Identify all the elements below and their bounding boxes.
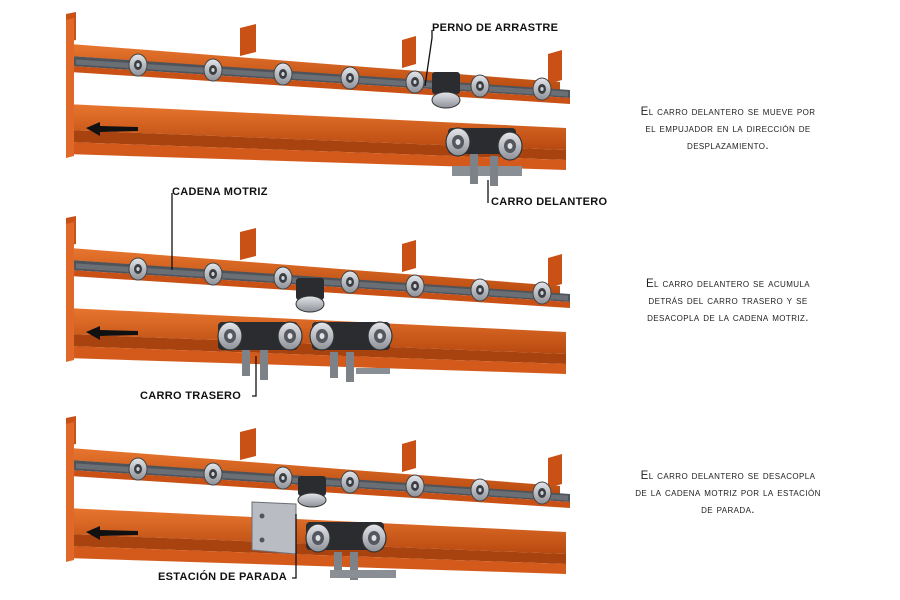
panel-1-description: El carro delantero se mueve por el empuj…: [598, 104, 858, 155]
arrow-left-icon: [86, 526, 138, 540]
drag-pin: [297, 476, 327, 508]
leader-lines: [171, 30, 489, 579]
front-trolley: [305, 522, 396, 580]
description-line: desacopla de la cadena motriz.: [647, 312, 809, 324]
description-line: detrás del carro trasero y se: [648, 295, 808, 307]
description-line: el empujador en la dirección de: [645, 123, 811, 135]
description-line: El carro delantero se acumula: [645, 278, 811, 290]
arrow-left-icon: [86, 326, 138, 340]
panel-1-illustration: [66, 12, 570, 186]
panel-2-illustration: [66, 216, 570, 382]
arrow-left-icon: [86, 122, 138, 136]
label-drag-pin: PERNO DE ARRASTRE: [432, 22, 559, 34]
label-drive-chain: CADENA MOTRIZ: [172, 186, 268, 198]
label-rear-trolley: CARRO TRASERO: [140, 390, 242, 402]
label-stop-station: ESTACIÓN DE PARADA: [158, 571, 288, 583]
drag-pin: [431, 72, 461, 109]
front-trolley: [445, 127, 523, 186]
description-line: de parada.: [701, 504, 755, 516]
front-trolley: [309, 321, 393, 382]
rear-trolley: [217, 321, 303, 380]
description-line: desplazamiento.: [687, 140, 769, 152]
drive-chain: [75, 53, 569, 101]
stop-station: [251, 501, 297, 555]
panel-3-illustration: [66, 416, 570, 580]
label-front-trolley: CARRO DELANTERO: [491, 196, 608, 208]
description-line: El carro delantero se mueve por: [640, 106, 816, 118]
panel-2-description: El carro delantero se acumula detrás del…: [598, 276, 858, 327]
description-line: El carro delantero se desacopla: [640, 470, 816, 482]
description-line: de la cadena motriz por la estación: [635, 487, 821, 499]
drag-pin: [295, 278, 325, 313]
panel-3-description: El carro delantero se desacopla de la ca…: [598, 468, 858, 519]
